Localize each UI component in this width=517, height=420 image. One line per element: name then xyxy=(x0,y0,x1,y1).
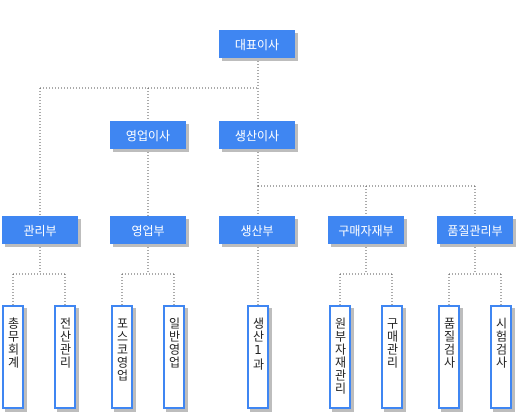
team-general-sales-label: 일반영업 xyxy=(167,317,181,369)
node-sales-director-label: 영업이사 xyxy=(125,128,171,143)
node-admin-dept: 관리부 xyxy=(2,216,78,244)
node-ceo-label: 대표이사 xyxy=(234,37,280,52)
team-general-accounting-label: 총무회계 xyxy=(6,317,20,369)
node-production-dept-label: 생산부 xyxy=(240,223,274,238)
connector-sales-teams xyxy=(121,244,175,305)
connector-admin-teams xyxy=(12,244,66,305)
team-materials: 원부자재관리 xyxy=(329,305,351,409)
team-test-inspection-label: 시험검사 xyxy=(494,317,508,369)
team-posco-sales: 포스코영업 xyxy=(111,305,133,409)
team-it: 전산관리 xyxy=(54,305,76,409)
connector-quality-teams xyxy=(448,244,502,305)
team-materials-label: 원부자재관리 xyxy=(333,317,347,395)
node-sales-director: 영업이사 xyxy=(110,121,186,149)
node-ceo: 대표이사 xyxy=(219,30,295,58)
team-purchase-mgmt-label: 구매관리 xyxy=(385,317,399,369)
node-sales-dept: 영업부 xyxy=(110,216,186,244)
node-quality-dept-label: 품질관리부 xyxy=(447,223,503,238)
team-general-sales: 일반영업 xyxy=(163,305,185,409)
node-sales-dept-label: 영업부 xyxy=(131,223,165,238)
node-quality-dept: 품질관리부 xyxy=(437,216,513,244)
node-admin-dept-label: 관리부 xyxy=(23,223,57,238)
node-purchasing-dept: 구매자재부 xyxy=(328,216,404,244)
team-production1: 생산1과 xyxy=(247,305,269,409)
node-purchasing-dept-label: 구매자재부 xyxy=(338,223,394,238)
node-production-dept: 생산부 xyxy=(219,216,295,244)
team-quality-inspection-label: 품질검사 xyxy=(442,317,456,369)
team-test-inspection: 시험검사 xyxy=(490,305,512,409)
team-general-accounting: 총무회계 xyxy=(2,305,24,409)
node-production-director: 생산이사 xyxy=(219,121,295,149)
team-production1-label: 생산1과 xyxy=(251,317,265,371)
team-posco-sales-label: 포스코영업 xyxy=(115,317,129,382)
connector-purchasing-teams xyxy=(339,244,393,305)
team-purchase-mgmt: 구매관리 xyxy=(381,305,403,409)
team-it-label: 전산관리 xyxy=(58,317,72,369)
node-production-director-label: 생산이사 xyxy=(234,128,280,143)
team-quality-inspection: 품질검사 xyxy=(438,305,460,409)
